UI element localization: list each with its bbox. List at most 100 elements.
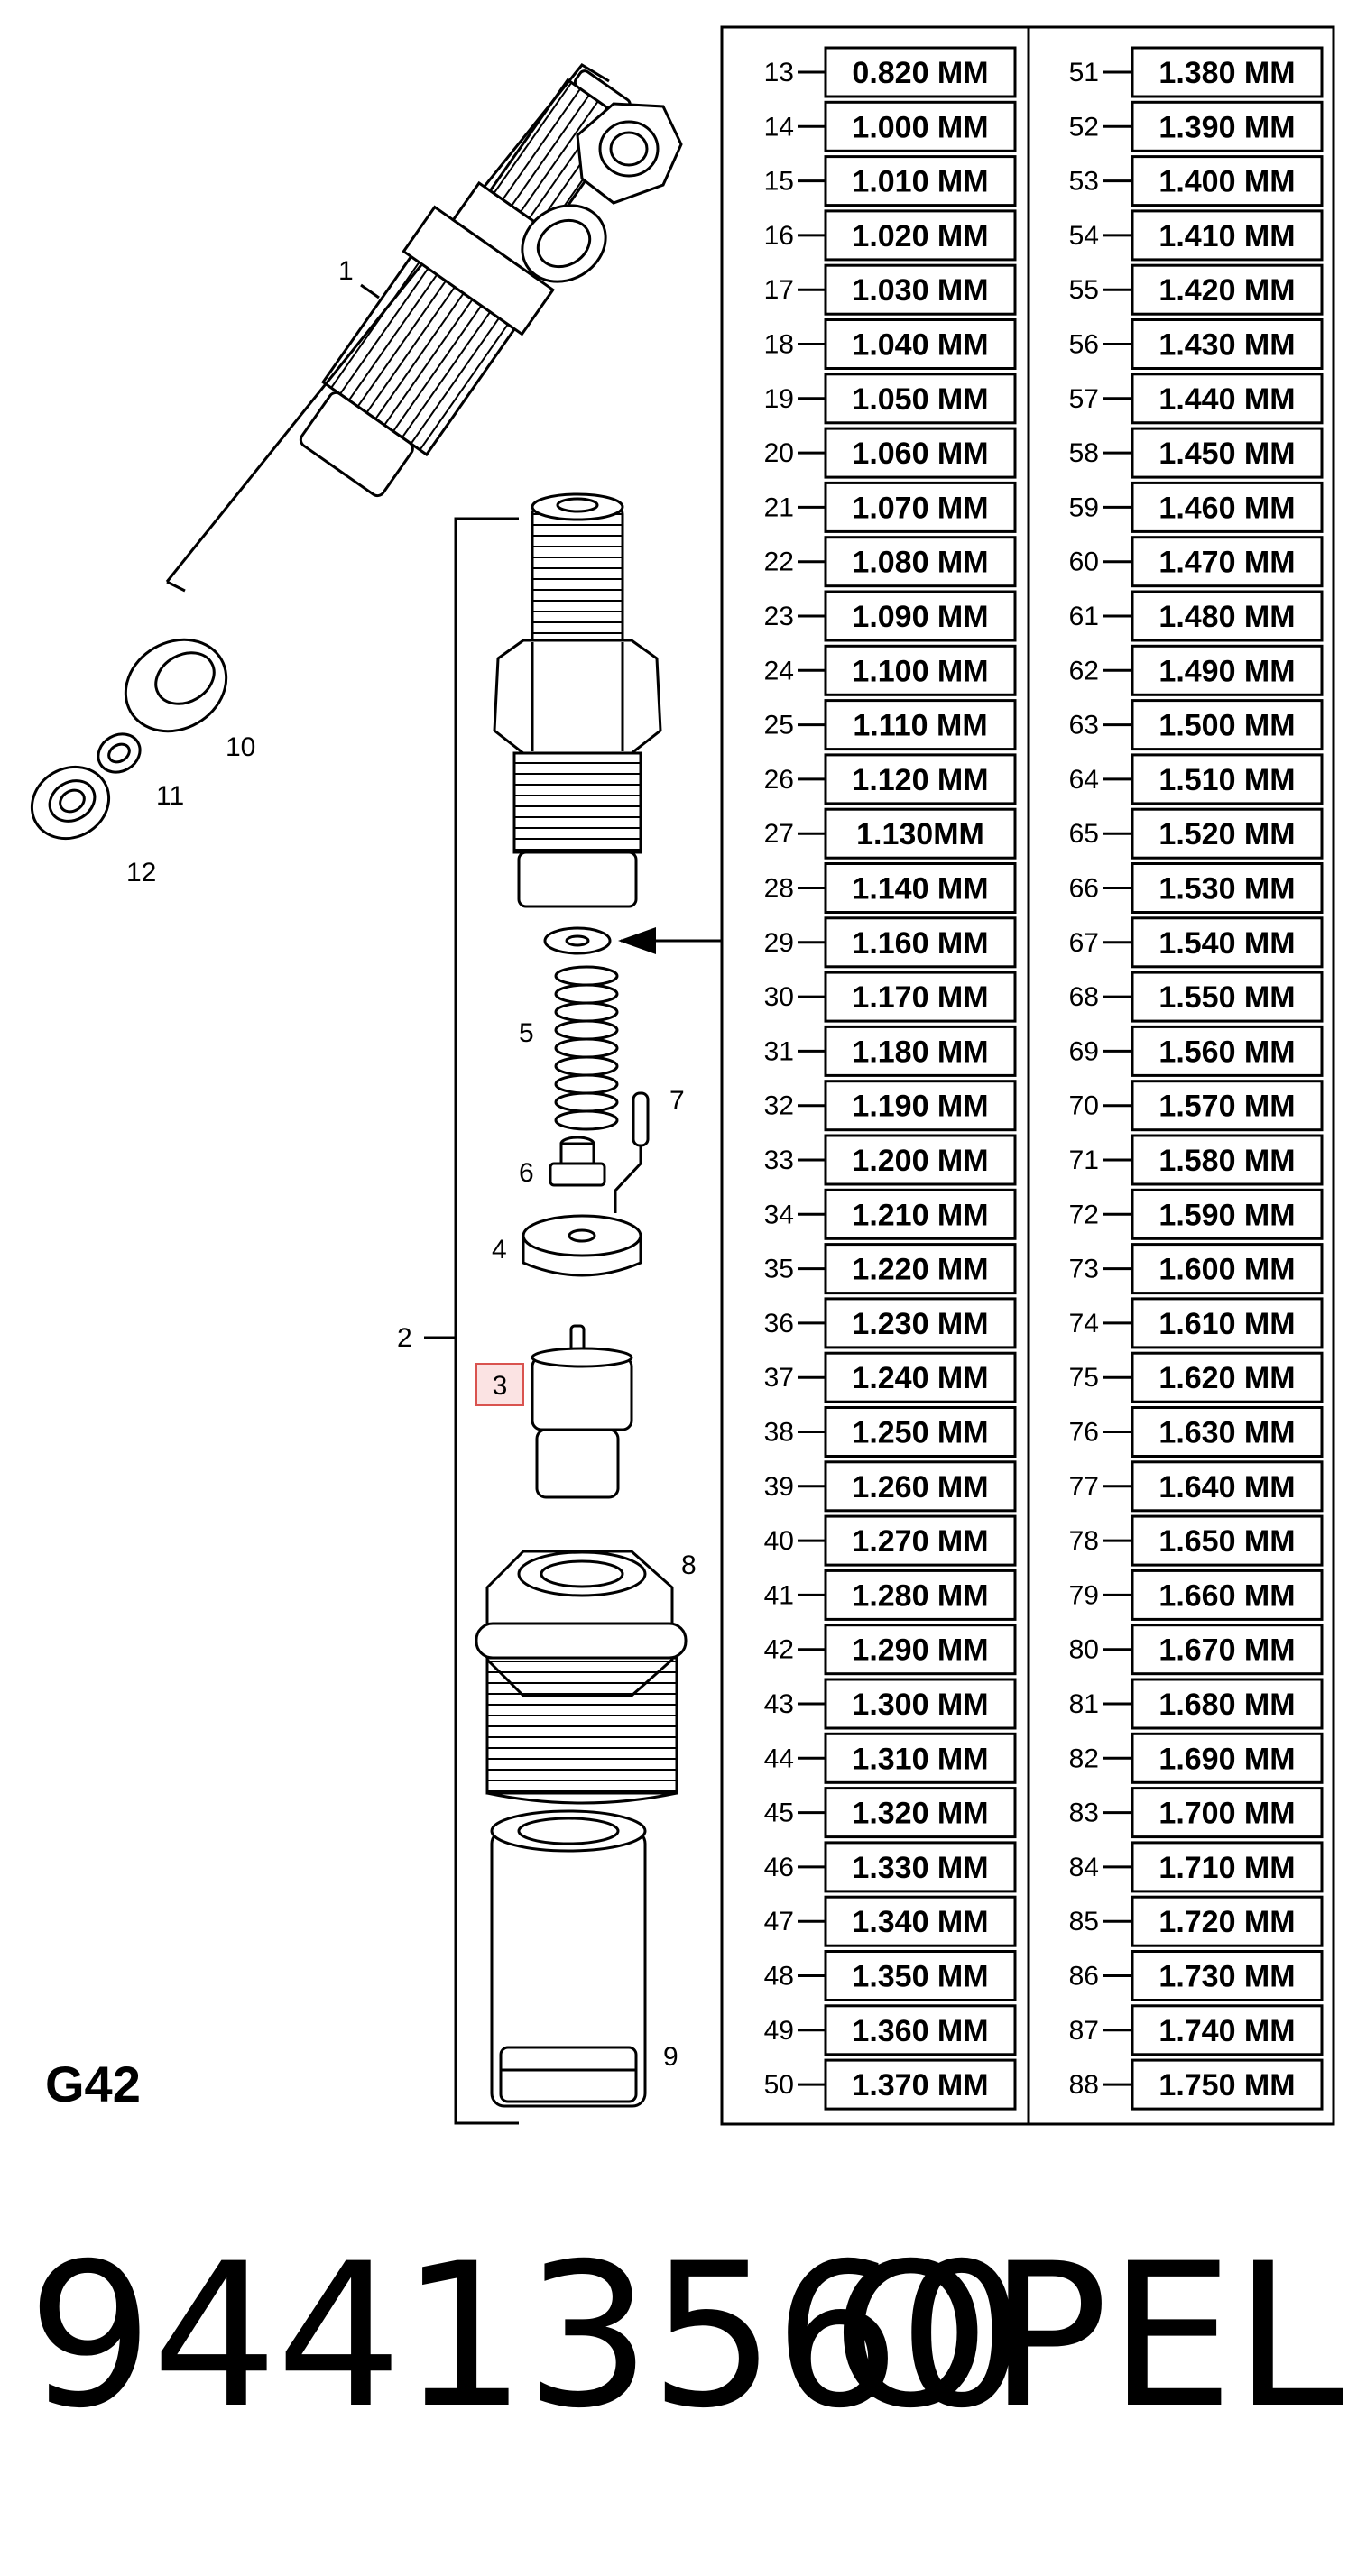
shim-size-label: 1.740 MM bbox=[1159, 2014, 1295, 2048]
shim-size-label: 1.550 MM bbox=[1159, 980, 1295, 1015]
shim-size-box bbox=[1131, 209, 1324, 262]
shim-row: 42 1.290 MM bbox=[764, 1624, 1017, 1676]
shim-ref-number: 87 bbox=[1069, 2016, 1099, 2046]
shim-size-box bbox=[824, 318, 1017, 370]
shim-ref-number: 52 bbox=[1069, 112, 1099, 142]
shim-ref-number: 86 bbox=[1069, 1962, 1099, 1992]
shim-ref-number: 19 bbox=[764, 384, 794, 414]
part-8-cap-nut-illustration bbox=[475, 1550, 688, 1805]
injector-exploded-diagram: 1 2 4 5 6 7 8 9 10 11 12 3 G42 130.820 M… bbox=[30, 25, 1335, 2126]
part-7-dowel-pin-illustration bbox=[614, 1091, 650, 1213]
shim-size-box bbox=[824, 699, 1017, 751]
shim-size-box bbox=[824, 1134, 1017, 1186]
shim-size-label: 1.650 MM bbox=[1159, 1524, 1295, 1559]
shim-ref-number: 82 bbox=[1069, 1743, 1099, 1773]
nut-top-illustration bbox=[576, 102, 683, 205]
callout-1: 1 bbox=[338, 256, 354, 286]
shim-size-label: 1.220 MM bbox=[852, 1253, 988, 1287]
shim-ref-number: 36 bbox=[764, 1309, 794, 1339]
shim-ref-number: 33 bbox=[764, 1145, 794, 1175]
shim-size-label: 1.510 MM bbox=[1159, 763, 1295, 797]
shim-size-label: 1.540 MM bbox=[1159, 926, 1295, 961]
shim-size-label: 1.290 MM bbox=[852, 1633, 988, 1668]
shim-size-box bbox=[824, 2058, 1017, 2111]
callout-3[interactable]: 3 bbox=[493, 1371, 508, 1401]
callout-9: 9 bbox=[663, 2042, 678, 2072]
shim-ref-number: 25 bbox=[764, 711, 794, 741]
shim-size-label: 1.410 MM bbox=[1159, 219, 1295, 253]
shim-ref-number: 67 bbox=[1069, 928, 1099, 958]
callout-3-highlight[interactable] bbox=[475, 1363, 524, 1406]
shim-size-box bbox=[824, 1243, 1017, 1295]
shim-size-label: 1.330 MM bbox=[852, 1851, 988, 1885]
footer: 94413560 OPEL bbox=[27, 2237, 1344, 2507]
shim-ref-number: 85 bbox=[1069, 1907, 1099, 1937]
brand-name: OPEL bbox=[832, 2221, 1344, 2452]
shim-ref-number: 46 bbox=[764, 1853, 794, 1882]
shim-size-label: 1.200 MM bbox=[852, 1144, 988, 1178]
shim-size-label: 1.710 MM bbox=[1159, 1851, 1295, 1885]
shim-size-label: 1.020 MM bbox=[852, 219, 988, 253]
shim-row: 87 1.740 MM bbox=[1069, 2004, 1324, 2056]
shim-size-label: 1.000 MM bbox=[852, 110, 988, 144]
part-12-seal-illustration bbox=[30, 765, 111, 841]
part-9-sleeve-illustration bbox=[490, 1809, 647, 2108]
shim-size-box bbox=[824, 427, 1017, 479]
shim-ref-number: 62 bbox=[1069, 656, 1099, 685]
part-11-washer-illustration bbox=[97, 732, 142, 774]
shim-size-label: 1.010 MM bbox=[852, 165, 988, 199]
shim-size-label: 1.050 MM bbox=[852, 382, 988, 417]
shim-size-box bbox=[1131, 1025, 1324, 1077]
shim-size-label: 1.160 MM bbox=[852, 926, 988, 961]
shim-ref-number: 71 bbox=[1069, 1145, 1099, 1175]
shim-size-box bbox=[824, 971, 1017, 1023]
shim-ref-number: 65 bbox=[1069, 819, 1099, 849]
shim-row: 33 1.200 MM bbox=[764, 1134, 1017, 1186]
shim-size-box bbox=[1131, 2004, 1324, 2056]
shim-size-box bbox=[1131, 807, 1324, 860]
shim-size-label: 1.640 MM bbox=[1159, 1470, 1295, 1504]
shim-size-label: 1.430 MM bbox=[1159, 328, 1295, 363]
shim-size-box bbox=[824, 1569, 1017, 1621]
callout-5: 5 bbox=[519, 1018, 534, 1048]
shim-ref-number: 43 bbox=[764, 1689, 794, 1719]
shim-size-box bbox=[1131, 1460, 1324, 1513]
shim-size-box bbox=[1131, 100, 1324, 152]
shim-size-label: 1.190 MM bbox=[852, 1090, 988, 1124]
shim-size-box bbox=[1131, 373, 1324, 425]
shim-size-label: 1.370 MM bbox=[852, 2068, 988, 2102]
shim-size-box bbox=[1131, 2058, 1324, 2111]
shim-ref-number: 14 bbox=[764, 112, 794, 142]
callout-10: 10 bbox=[226, 732, 255, 762]
shim-ref-number: 37 bbox=[764, 1363, 794, 1393]
shim-ref-number: 51 bbox=[1069, 58, 1099, 87]
shim-ref-number: 30 bbox=[764, 982, 794, 1012]
part-number: 94413560 bbox=[27, 2221, 1025, 2452]
shim-size-box bbox=[1131, 155, 1324, 207]
shim-size-box bbox=[1131, 1297, 1324, 1349]
shim-ref-number: 49 bbox=[764, 2016, 794, 2046]
callout-4: 4 bbox=[492, 1235, 507, 1265]
shim-ref-number: 42 bbox=[764, 1635, 794, 1665]
shim-row: 46 1.330 MM bbox=[764, 1841, 1017, 1893]
shim-size-label: 1.270 MM bbox=[852, 1524, 988, 1559]
shim-ref-number: 26 bbox=[764, 765, 794, 795]
